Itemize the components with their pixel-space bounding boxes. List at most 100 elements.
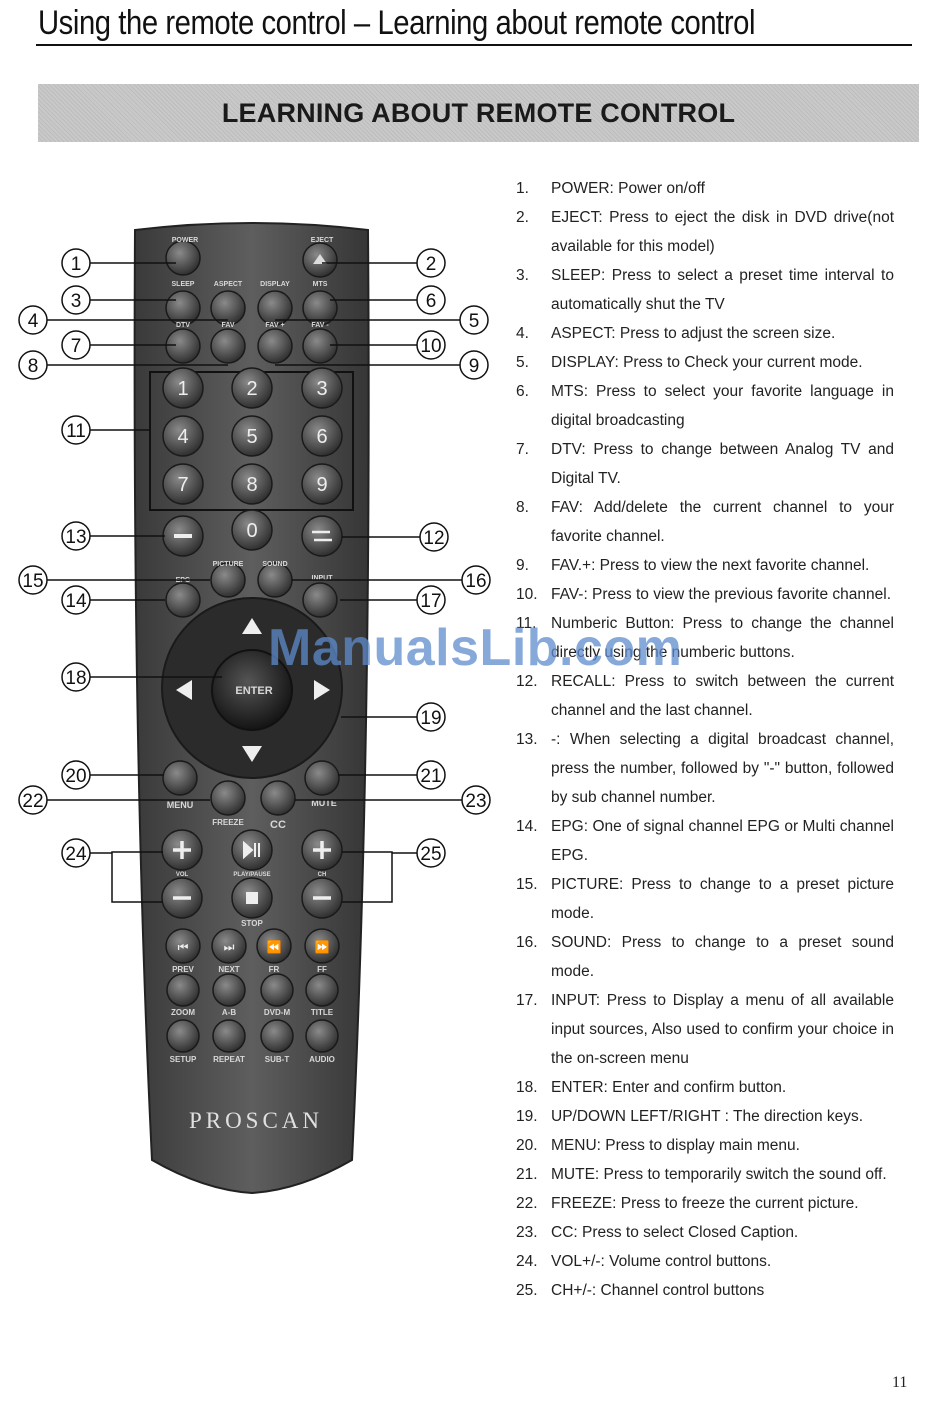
- sub-t-button[interactable]: [260, 1019, 294, 1053]
- feature-item: 14.EPG: One of signal channel EPG or Mul…: [516, 812, 894, 870]
- enter-button[interactable]: [211, 649, 293, 731]
- callout-circle: [416, 838, 446, 868]
- callout-circle: [61, 285, 91, 315]
- callout-circle: [459, 305, 489, 335]
- dtv-button[interactable]: [165, 328, 201, 364]
- callout-circle: [61, 585, 91, 615]
- feature-number: 24.: [516, 1253, 538, 1270]
- feature-item: 20.MENU: Press to display main menu.: [516, 1131, 894, 1160]
- feature-text: SLEEP: Press to select a preset time int…: [551, 267, 894, 313]
- dvd-m-button[interactable]: [260, 973, 294, 1007]
- feature-text: VOL+/-: Volume control buttons.: [551, 1253, 772, 1270]
- input-label: INPUT: [312, 575, 334, 582]
- callout-number: 17: [420, 591, 441, 612]
- mute-button[interactable]: [304, 760, 340, 796]
- play-pause-label: PLAY/PAUSE: [233, 872, 270, 878]
- callout-circle: [61, 838, 91, 868]
- digit-button[interactable]: [162, 367, 204, 409]
- ch-label: CH: [318, 872, 327, 878]
- title-button[interactable]: [305, 973, 339, 1007]
- power-button[interactable]: [165, 240, 201, 276]
- fav-plus-button[interactable]: [257, 328, 293, 364]
- freeze-label: FREEZE: [212, 818, 244, 827]
- feature-text: UP/DOWN LEFT/RIGHT : The direction keys.: [551, 1108, 864, 1125]
- callout-circle: [61, 415, 91, 445]
- feature-number: 25.: [516, 1282, 538, 1299]
- callout-number: 11: [66, 421, 86, 442]
- callout-number: 3: [71, 291, 82, 312]
- digit-button[interactable]: [162, 463, 204, 505]
- sound-button[interactable]: [257, 562, 293, 598]
- next-button[interactable]: [211, 928, 247, 964]
- setup-label: SETUP: [170, 1055, 197, 1064]
- zoom-button[interactable]: [166, 973, 200, 1007]
- callout-number: 15: [22, 571, 43, 592]
- feature-number: 19.: [516, 1108, 538, 1125]
- feature-text: Numberic Button: Press to change the cha…: [551, 615, 894, 661]
- callout-circle: [18, 785, 48, 815]
- freeze-button[interactable]: [210, 780, 246, 816]
- digit-button[interactable]: [301, 367, 343, 409]
- feature-number: 1.: [516, 180, 529, 197]
- up-arrow-icon[interactable]: [242, 618, 262, 634]
- feature-text: DTV: Press to change between Analog TV a…: [551, 441, 894, 487]
- ff-button[interactable]: [304, 928, 340, 964]
- input-button[interactable]: [302, 582, 338, 618]
- repeat-button[interactable]: [212, 1019, 246, 1053]
- page-number: 11: [892, 1374, 908, 1391]
- callout-circle: [18, 305, 48, 335]
- digit-button[interactable]: [231, 463, 273, 505]
- callout-number: 20: [65, 766, 86, 787]
- feature-item: 13.-: When selecting a digital broadcast…: [516, 725, 894, 812]
- fr-button[interactable]: [256, 928, 292, 964]
- callout-number: 22: [22, 791, 43, 812]
- feature-text: EJECT: Press to eject the disk in DVD dr…: [551, 209, 894, 255]
- feature-number: 14.: [516, 818, 538, 835]
- picture-button[interactable]: [210, 562, 246, 598]
- setup-button[interactable]: [166, 1019, 200, 1053]
- fav-button[interactable]: [210, 328, 246, 364]
- ff-icon: ⏩: [315, 940, 330, 954]
- feature-item: 25.CH+/-: Channel control buttons: [516, 1276, 894, 1305]
- title-label: TITLE: [311, 1008, 334, 1017]
- feature-number: 11.: [516, 615, 537, 632]
- digit-button[interactable]: [231, 415, 273, 457]
- callout-circle: [61, 662, 91, 692]
- feature-text: ENTER: Enter and confirm button.: [551, 1079, 787, 1096]
- callout-number: 25: [420, 844, 441, 865]
- digit-button[interactable]: [301, 415, 343, 457]
- digit-button[interactable]: [231, 367, 273, 409]
- prev-button[interactable]: [165, 928, 201, 964]
- epg-button[interactable]: [165, 582, 201, 618]
- recall-button[interactable]: [301, 515, 343, 557]
- feature-text: MENU: Press to display main menu.: [551, 1137, 800, 1154]
- left-arrow-icon[interactable]: [176, 680, 192, 700]
- aspect-button[interactable]: [210, 290, 246, 326]
- picture-label: PICTURE: [213, 561, 244, 568]
- dtv-label: DTV: [176, 322, 190, 329]
- digit-button[interactable]: [301, 463, 343, 505]
- mts-button[interactable]: [302, 290, 338, 326]
- brand-logo: PROSCAN: [189, 1108, 323, 1133]
- ab-button[interactable]: [212, 973, 246, 1007]
- down-arrow-icon[interactable]: [242, 746, 262, 762]
- feature-text: ASPECT: Press to adjust the screen size.: [551, 325, 836, 342]
- feature-item: 8.FAV: Add/delete the current channel to…: [516, 493, 894, 551]
- digit-button[interactable]: [162, 415, 204, 457]
- right-arrow-icon[interactable]: [314, 680, 330, 700]
- digit-label: 6: [316, 426, 327, 448]
- fav-minus-button[interactable]: [302, 328, 338, 364]
- feature-number: 9.: [516, 557, 529, 574]
- display-button[interactable]: [257, 290, 293, 326]
- digit-button[interactable]: [231, 509, 273, 551]
- callout-number: 24: [65, 844, 87, 865]
- fav-plus-label: FAV +: [265, 322, 284, 329]
- cc-button[interactable]: [260, 780, 296, 816]
- eject-icon: [313, 254, 327, 264]
- callout-number: 5: [469, 311, 480, 332]
- audio-button[interactable]: [305, 1019, 339, 1053]
- menu-button[interactable]: [162, 760, 198, 796]
- stop-label: STOP: [241, 919, 263, 928]
